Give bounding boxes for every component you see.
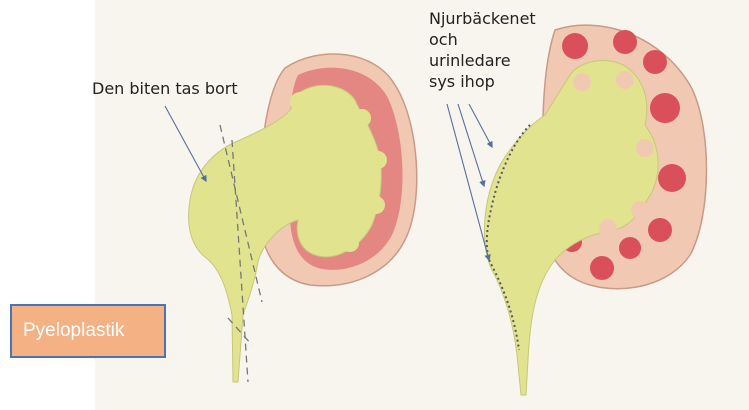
procedure-badge: Pyeloplastik [10, 304, 166, 358]
label-line-3: urinledare [429, 51, 511, 70]
label-line-1: Njurbäckenet [429, 9, 536, 28]
arrow-to-suture-middle [458, 104, 484, 186]
procedure-badge-text: Pyeloplastik [23, 320, 124, 342]
arrow-to-removed-piece [165, 106, 206, 181]
left-kidney [189, 54, 417, 382]
label-sewn-together: Njurbäckenet och urinledare sys ihop [429, 8, 536, 92]
label-line-2: och [429, 30, 458, 49]
arrow-to-suture-upper [469, 104, 492, 147]
label-line-4: sys ihop [429, 72, 495, 91]
label-removed-piece: Den biten tas bort [92, 78, 238, 99]
